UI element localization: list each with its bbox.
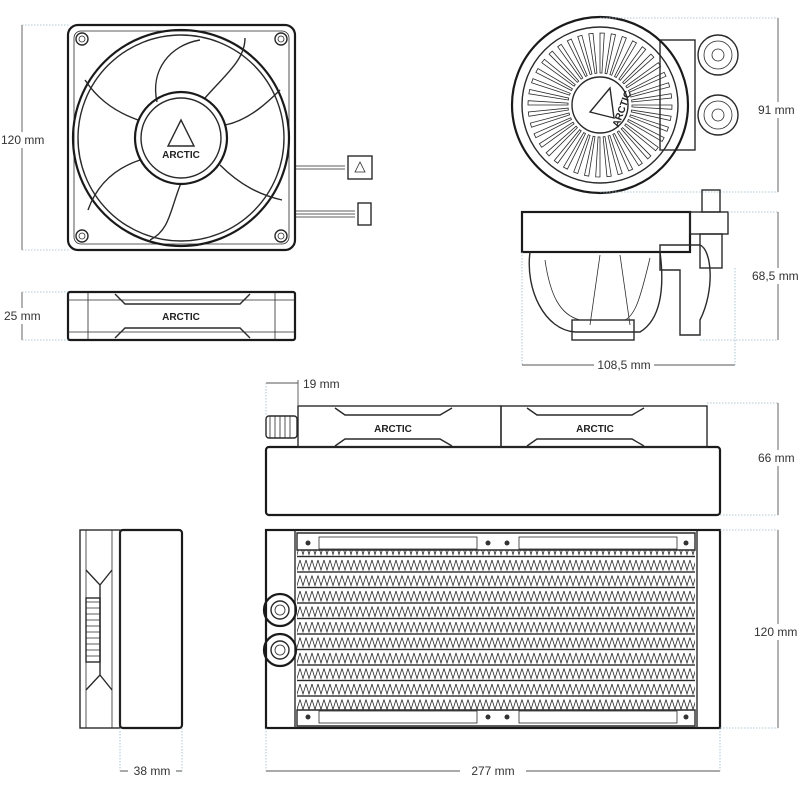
pwm-connector-icon — [357, 202, 372, 226]
rib — [533, 117, 573, 139]
rib — [631, 104, 673, 110]
fan-logo-text: ARCTIC — [374, 424, 412, 435]
rib — [599, 32, 605, 74]
dim-label: 277 mm — [471, 764, 514, 778]
rib — [631, 93, 673, 103]
rib — [527, 100, 569, 106]
rib — [529, 112, 571, 128]
dim-fan-height: 120 mm — [0, 24, 70, 251]
fan-blades — [84, 37, 283, 241]
dim-label: 38 mm — [134, 764, 171, 778]
rib — [609, 36, 627, 76]
argb-connector-icon — [347, 155, 373, 180]
fan-front-view: ARCTIC — [66, 23, 373, 252]
rib — [545, 125, 578, 157]
rib — [620, 127, 652, 160]
dim-label: 19 mm — [303, 377, 340, 391]
rib — [630, 109, 672, 121]
rib — [607, 134, 623, 176]
rib — [538, 121, 575, 148]
rib — [531, 78, 571, 96]
dim-label: 108,5 mm — [597, 358, 650, 372]
rib — [588, 32, 598, 74]
dim-label: 66 mm — [758, 451, 795, 465]
pump-cover-ribs — [527, 32, 673, 178]
rib — [624, 123, 659, 152]
fitting-icon — [265, 415, 298, 439]
fan-side-left: ARCTIC — [297, 405, 502, 448]
rib — [616, 130, 643, 167]
rib — [553, 129, 582, 164]
dim-pump-height: 68,5 mm — [700, 211, 800, 341]
rib — [548, 50, 580, 83]
dim-fitting-offset: 19 mm — [265, 377, 340, 416]
rib — [541, 58, 576, 87]
radiator-end-view — [79, 528, 184, 730]
dim-radiator-thickness: 66 mm — [707, 402, 800, 516]
arctic-logo-icon — [588, 86, 615, 119]
rib — [612, 132, 634, 172]
pump-top-view: ARCTIC — [510, 15, 739, 195]
radiator-front-view — [262, 528, 722, 730]
radiator-side-view: ARCTIC ARCTIC — [264, 405, 722, 517]
fitting-icons — [262, 592, 298, 668]
fitting-icons — [697, 34, 739, 136]
fan-side-right: ARCTIC — [500, 405, 708, 448]
rib — [562, 132, 587, 170]
dim-radiator-height: 120 mm — [720, 529, 800, 729]
rib — [573, 134, 591, 174]
rib — [557, 43, 584, 80]
dim-radiator-depth: 38 mm — [119, 728, 183, 779]
dim-label: 120 mm — [754, 625, 797, 639]
dim-label: 25 mm — [4, 309, 41, 323]
dim-fan-depth: 25 mm — [2, 291, 68, 341]
rib — [622, 53, 655, 85]
dim-label: 91 mm — [758, 103, 795, 117]
dim-pump-width: 108,5 mm — [521, 252, 736, 373]
dim-radiator-length: 277 mm — [265, 728, 721, 779]
dim-pump-diameter: 91 mm — [600, 17, 800, 193]
pump-side-view — [520, 189, 729, 341]
rib — [595, 136, 601, 178]
fan-side-view: ARCTIC — [66, 290, 297, 342]
rib — [604, 33, 616, 75]
rib — [627, 118, 665, 143]
side-logo-text: ARCTIC — [162, 312, 200, 323]
rib — [527, 107, 569, 117]
rib — [627, 71, 667, 93]
rib — [625, 62, 662, 89]
dim-label: 68,5 mm — [752, 269, 799, 283]
hub-logo-text: ARCTIC — [162, 150, 200, 161]
rib — [528, 89, 570, 101]
radiator-fins — [297, 550, 695, 710]
arctic-logo-icon — [166, 118, 196, 147]
rib — [602, 136, 612, 178]
rib — [629, 114, 669, 132]
mounting-hole-icons — [75, 32, 288, 243]
rib — [577, 34, 593, 76]
fan-cables — [295, 155, 373, 226]
rib — [629, 82, 671, 98]
screw-hole-icons — [305, 540, 689, 720]
rib — [584, 135, 596, 177]
rib — [535, 67, 573, 92]
dim-label: 120 mm — [1, 133, 44, 147]
rib — [613, 40, 638, 78]
fan-logo-text: ARCTIC — [576, 424, 614, 435]
rib — [566, 38, 588, 78]
rib — [618, 46, 647, 81]
